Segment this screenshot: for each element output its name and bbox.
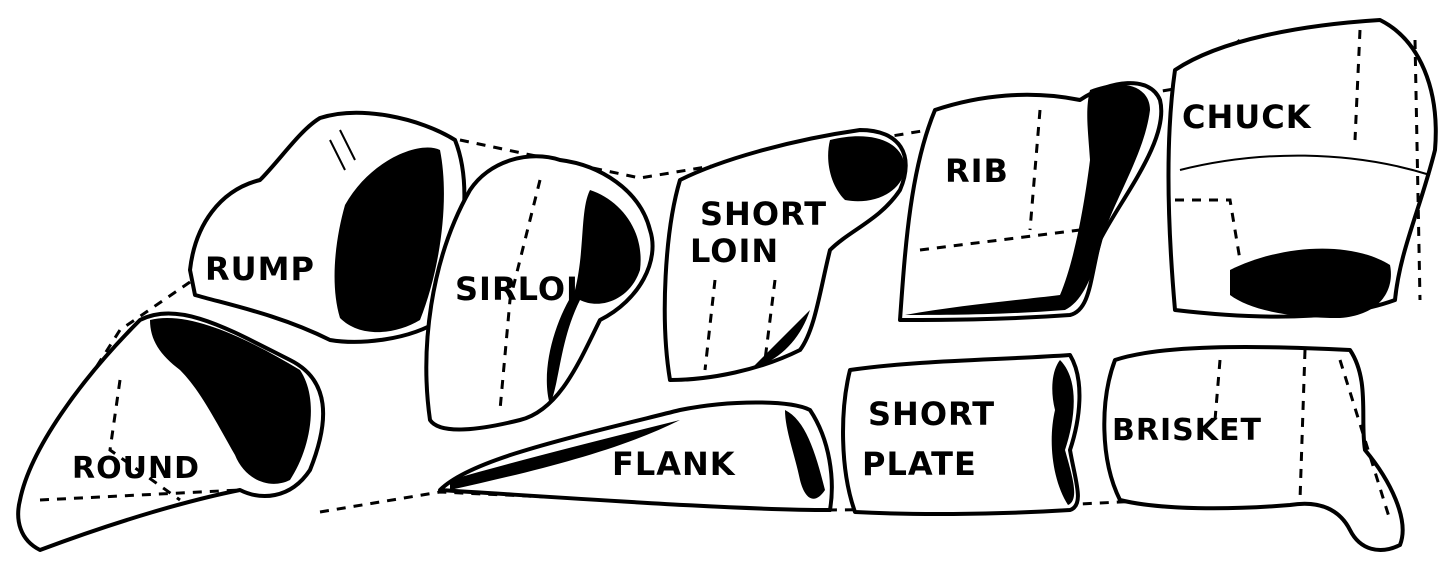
label-brisket: BRISKET	[1112, 413, 1262, 448]
cut-rump[interactable]: RUMP	[190, 113, 464, 342]
cut-chuck[interactable]: CHUCK	[1169, 20, 1436, 318]
cut-short-plate[interactable]: SHORT PLATE	[843, 355, 1079, 514]
label-short-plate-1: SHORT	[868, 395, 995, 433]
label-short-loin-2: LOIN	[690, 232, 779, 270]
label-rib: RIB	[945, 152, 1009, 190]
label-sirloin: SIRLOIN	[455, 270, 607, 308]
label-short-loin-1: SHORT	[700, 195, 827, 233]
cut-round[interactable]: ROUND	[18, 314, 323, 550]
cut-rib[interactable]: RIB	[900, 83, 1161, 320]
label-flank: FLANK	[612, 445, 736, 483]
label-short-plate-2: PLATE	[862, 445, 977, 483]
label-chuck: CHUCK	[1182, 98, 1312, 136]
label-rump: RUMP	[205, 250, 315, 288]
cut-brisket[interactable]: BRISKET	[1104, 347, 1402, 550]
label-round: ROUND	[72, 451, 200, 486]
